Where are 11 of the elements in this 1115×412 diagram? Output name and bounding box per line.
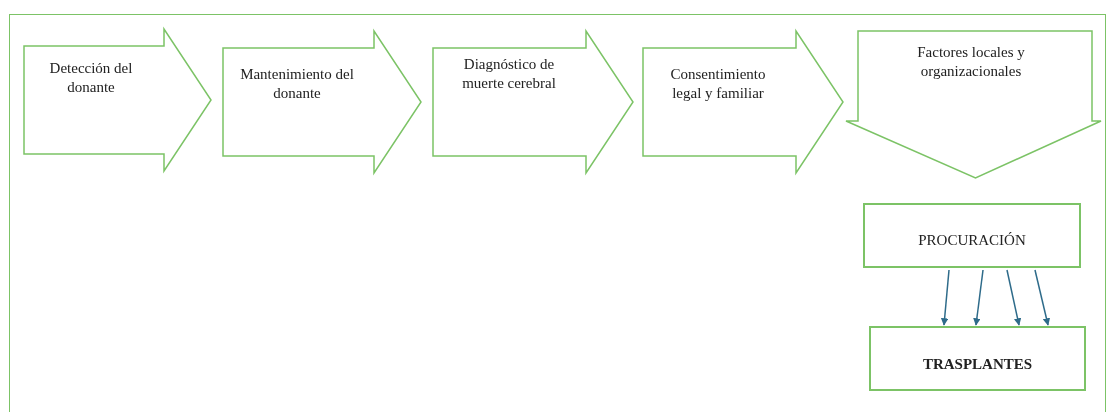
step-label: PROCURACIÓN [917, 231, 1027, 250]
step-label: TRASPLANTES [921, 355, 1034, 374]
step-label: Mantenimiento del donante [239, 65, 355, 103]
step-label: Diagnóstico de muerte cerebral [461, 55, 557, 93]
arrow [1034, 269, 1051, 326]
arrow [940, 269, 950, 326]
step-label: Consentimiento legal y familiar [669, 65, 767, 103]
arrow [1006, 269, 1022, 326]
step-label: Factores locales y organizacionales [916, 43, 1026, 81]
step-label: Detección del donante [48, 59, 134, 97]
arrow [973, 269, 984, 326]
